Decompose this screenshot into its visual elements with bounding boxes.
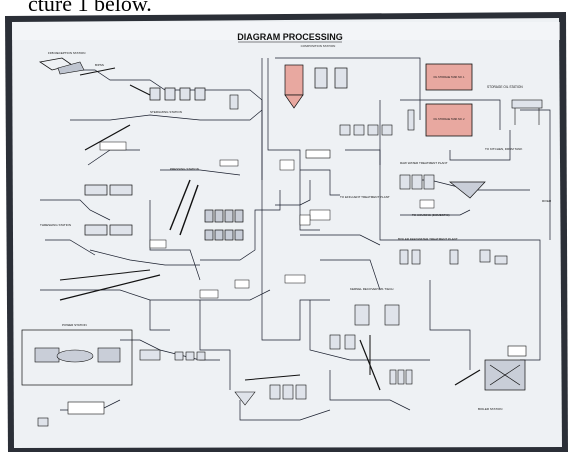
label-kernel-recovery: KERNEL RECOVERY 81 T/ECH — [350, 287, 393, 291]
poster-title: DIAGRAM PROCESSING — [237, 32, 343, 42]
oil-tank-1 — [425, 63, 473, 91]
label-sterilizing: STERILIZING STATION — [150, 110, 182, 114]
kernel-group — [329, 304, 413, 385]
clarifier-tank — [284, 64, 304, 96]
label-threshing: THRESHING STATION — [40, 223, 71, 227]
note-kitchen: TO KITCHEN, DRUM TANK — [485, 147, 522, 151]
svg-text:B/PSS: B/PSS — [95, 63, 104, 67]
oil-tank-1-label: OIL STORAGE TANK NO. 1 — [433, 76, 465, 79]
oil-tank-2 — [425, 103, 473, 137]
boiler-unit — [484, 359, 526, 391]
label-power: POWER STATION — [62, 323, 87, 327]
pressing-group — [204, 209, 244, 241]
note-housing: TO HOUSING (DOMESTIC) — [412, 213, 450, 217]
label-boiler-feedwater: BOILER FEEDWATER TREATMENT PLANT — [398, 237, 458, 241]
poster-subtitle: COMPOSITION STATION — [301, 44, 336, 48]
raw-water-hopper — [449, 181, 486, 199]
caption-fragment: cture 1 below. — [28, 0, 152, 16]
note-river: RIVER — [542, 199, 552, 203]
label-raw-water: RAW WATER TREATMENT PLANT — [400, 161, 448, 165]
oil-tank-2-label: OIL STORAGE TANK NO. 2 — [433, 118, 465, 121]
threshing-group — [84, 184, 133, 236]
label-pressing: PRESSING STATION — [170, 167, 199, 171]
sterilizer-group — [149, 87, 206, 101]
power-station-box — [21, 329, 133, 386]
board-surface — [12, 18, 562, 448]
label-storage-oil: STORAGE OIL STATION — [487, 85, 523, 89]
note-effluent: TO EFFLUENT TREATMENT PLANT — [340, 195, 390, 199]
label-ffb-reception: FFB RECEPTION STATION — [48, 51, 85, 55]
label-boiler: BOILER STATION — [478, 407, 502, 411]
